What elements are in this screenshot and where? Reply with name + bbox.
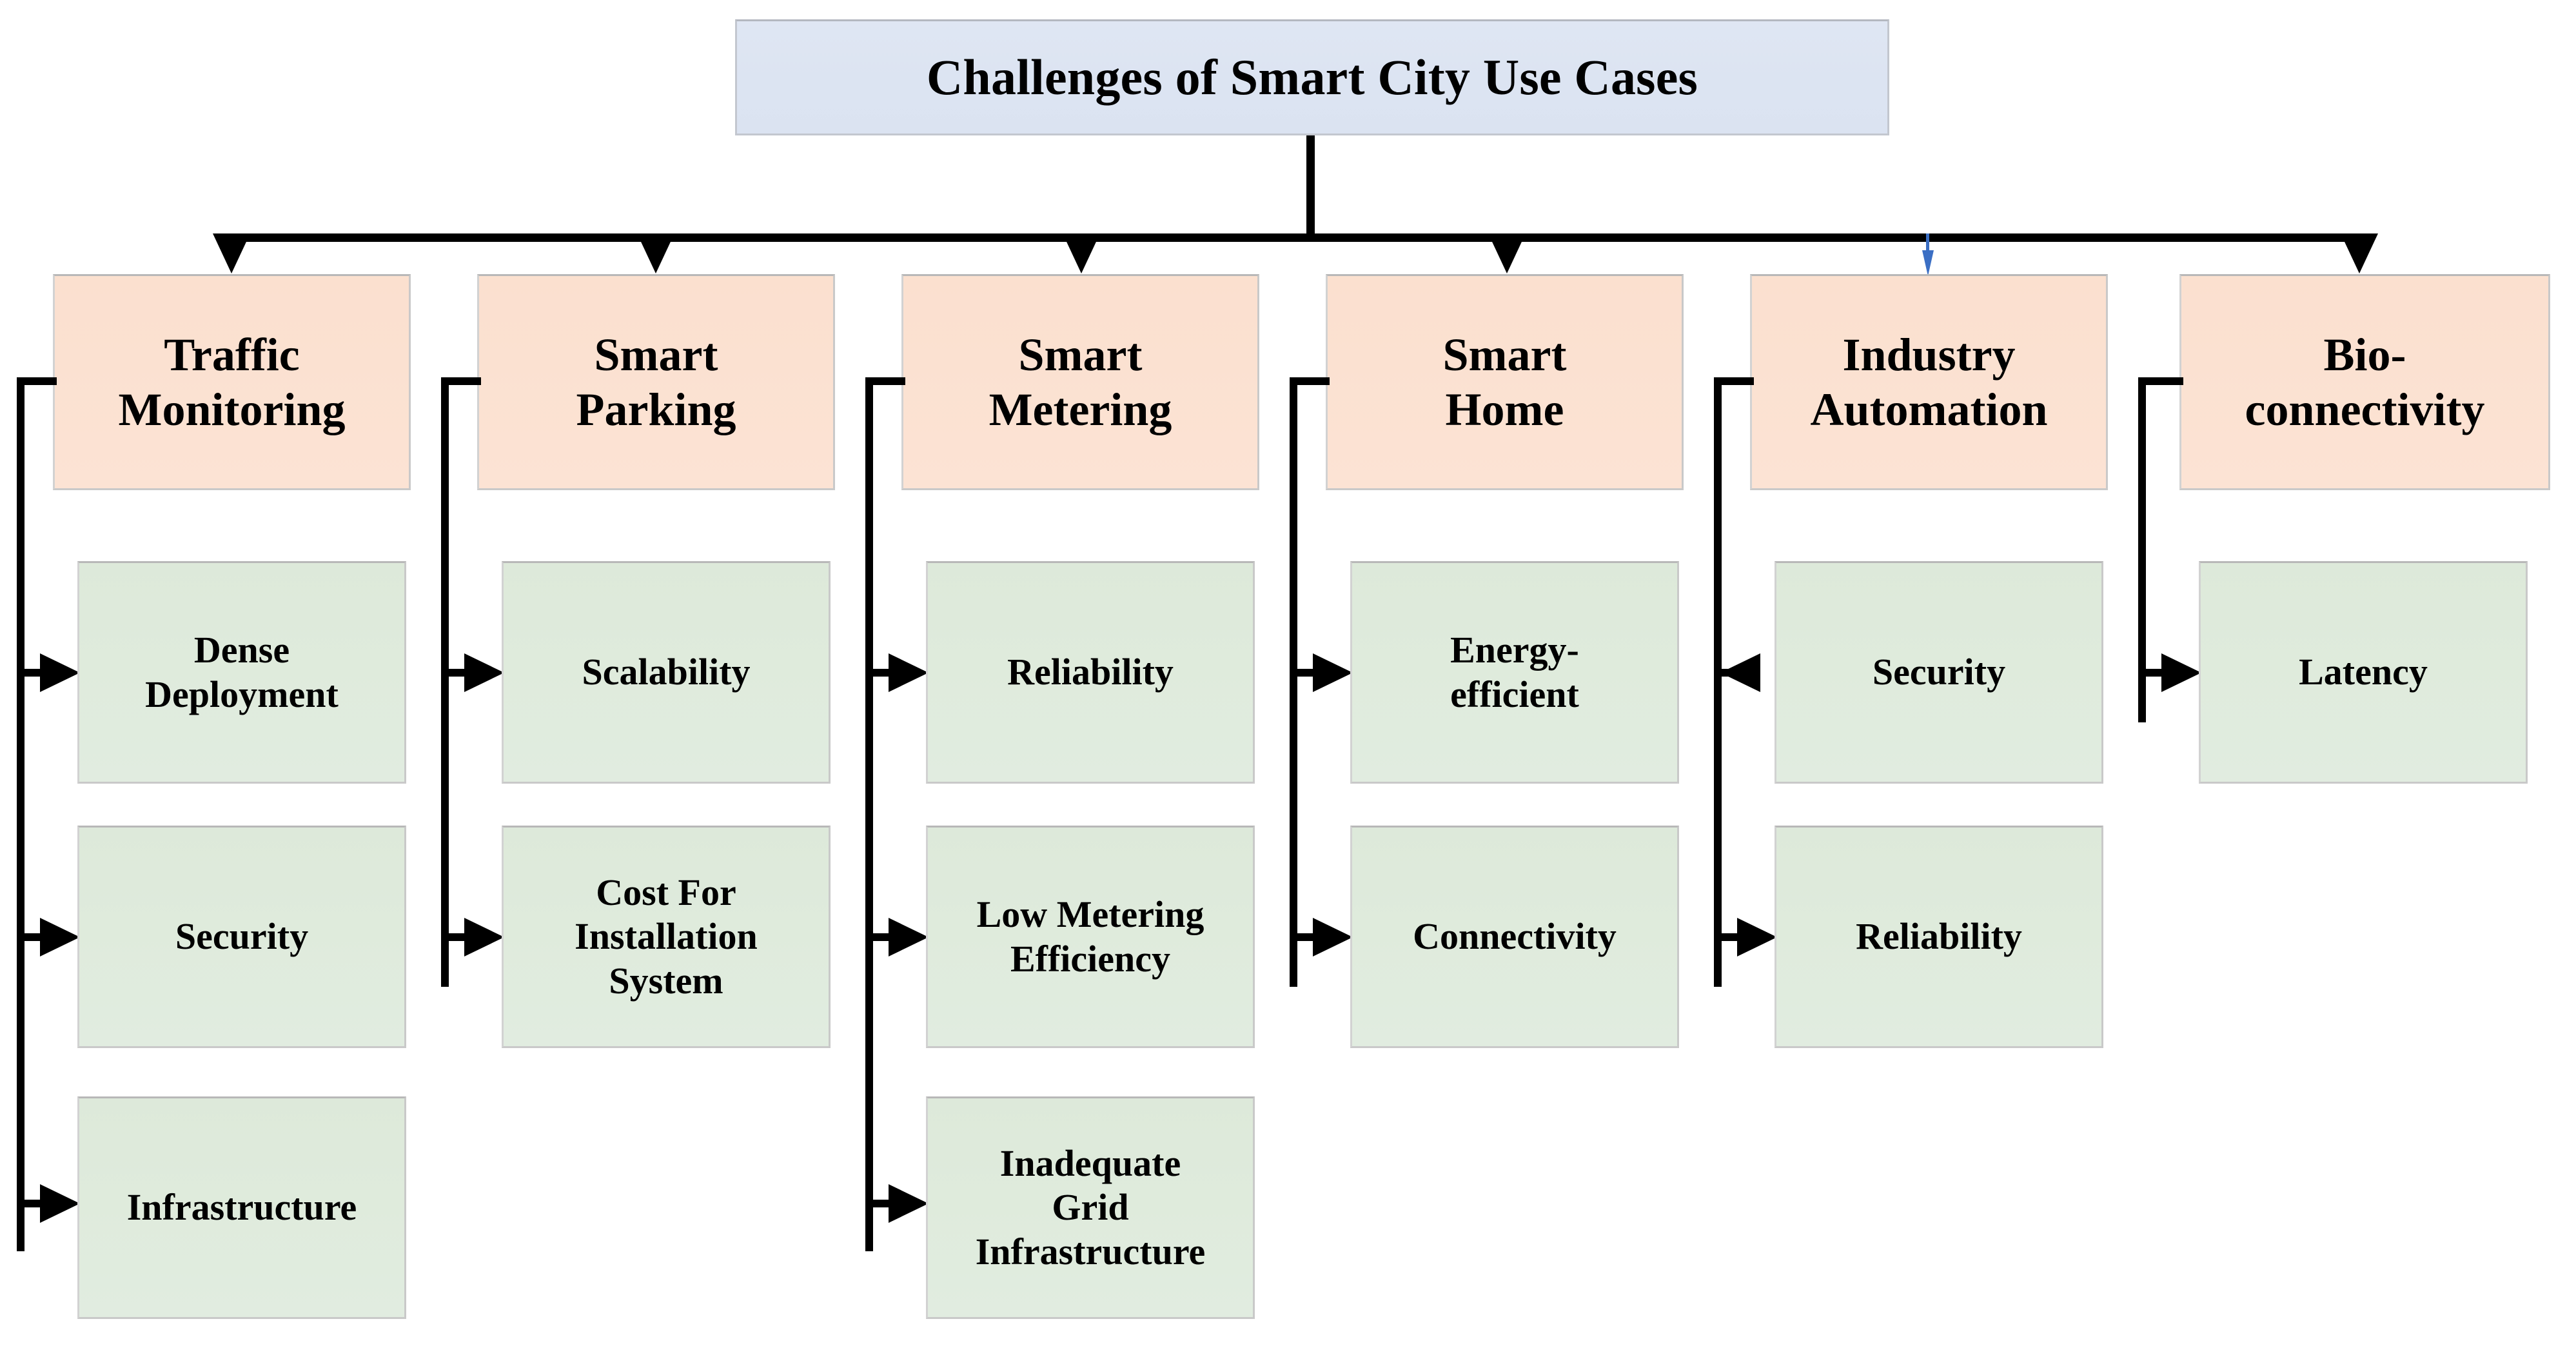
- leaf-label-security-industry: Security: [1872, 651, 2006, 693]
- leaf-node-reliability-metering: Reliability: [926, 561, 1255, 784]
- leaf-node-low-metering-efficiency: Low Metering Efficiency: [926, 826, 1255, 1048]
- rail-vertical-smart-parking: [441, 377, 449, 987]
- arrow-right-icon-dense-deployment: [40, 653, 80, 692]
- rail-vertical-smart-home: [1290, 377, 1297, 987]
- arrow-down-icon-smart-parking: [637, 233, 674, 273]
- leaf-label-reliability-metering: Reliability: [1007, 651, 1174, 693]
- category-label-line: Traffic: [164, 328, 300, 381]
- rail-vertical-bio-connectivity: [2138, 377, 2146, 722]
- arrow-right-icon-inadequate-grid-infrastructure: [889, 1184, 929, 1223]
- arrow-right-icon-cost-for-installation-system: [464, 918, 504, 956]
- rail-stub-smart-parking: [441, 377, 481, 385]
- category-label-line: Bio-: [2323, 328, 2406, 381]
- arrow-right-icon-reliability-industry: [1737, 918, 1777, 956]
- rail-stub-smart-metering: [865, 377, 905, 385]
- leaf-node-scalability: Scalability: [502, 561, 831, 784]
- leaf-node-security-industry: Security: [1775, 561, 2103, 784]
- leaf-label-line: Dense: [193, 629, 290, 671]
- category-node-smart-parking: Smart Parking: [477, 274, 835, 490]
- arrow-right-icon-latency: [2161, 653, 2201, 692]
- category-node-smart-home: Smart Home: [1326, 274, 1684, 490]
- category-label-traffic-monitoring: Traffic Monitoring: [106, 328, 359, 437]
- leaf-node-latency: Latency: [2199, 561, 2528, 784]
- rail-stub-traffic-monitoring: [17, 377, 57, 385]
- category-label-bio-connectivity: Bio- connectivity: [2232, 328, 2498, 437]
- arrow-left-icon-security-industry: [1720, 653, 1760, 692]
- leaf-label-security-traffic: Security: [175, 915, 309, 958]
- distribution-bus-line: [231, 233, 2363, 242]
- rail-vertical-traffic-monitoring: [17, 377, 25, 1251]
- leaf-label-reliability-industry: Reliability: [1856, 915, 2022, 958]
- category-label-line: Industry: [1842, 328, 2016, 381]
- category-label-smart-home: Smart Home: [1430, 328, 1580, 437]
- category-label-line: Parking: [576, 383, 736, 435]
- category-label-line: connectivity: [2245, 383, 2485, 435]
- arrow-down-icon-industry-automation: [1922, 250, 1934, 276]
- rail-vertical-industry-automation: [1714, 377, 1722, 987]
- drop-stem-industry-automation: [1926, 233, 1929, 264]
- leaf-label-line: efficient: [1450, 673, 1579, 715]
- rail-stub-bio-connectivity: [2138, 377, 2183, 385]
- category-label-industry-automation: Industry Automation: [1797, 328, 2060, 437]
- category-node-bio-connectivity: Bio- connectivity: [2179, 274, 2550, 490]
- category-label-line: Smart: [594, 328, 718, 381]
- arrow-right-icon-low-metering-efficiency: [889, 918, 929, 956]
- leaf-label-line: Efficiency: [1010, 937, 1170, 980]
- leaf-label-dense-deployment: Dense Deployment: [132, 628, 351, 717]
- category-node-smart-metering: Smart Metering: [901, 274, 1259, 490]
- root-stem-line: [1306, 135, 1315, 240]
- category-node-traffic-monitoring: Traffic Monitoring: [53, 274, 411, 490]
- leaf-label-latency: Latency: [2299, 651, 2428, 693]
- root-node-label: Challenges of Smart City Use Cases: [926, 48, 1698, 105]
- category-label-line: Automation: [1810, 383, 2048, 435]
- arrow-right-icon-connectivity: [1313, 918, 1353, 956]
- arrow-right-icon-reliability-metering: [889, 653, 929, 692]
- leaf-label-connectivity: Connectivity: [1413, 915, 1617, 958]
- leaf-node-security-traffic: Security: [77, 826, 406, 1048]
- leaf-label-line: System: [609, 959, 723, 1002]
- leaf-node-dense-deployment: Dense Deployment: [77, 561, 406, 784]
- leaf-label-line: Grid: [1052, 1186, 1129, 1229]
- leaf-label-cost-for-installation-system: Cost For Installation System: [562, 871, 771, 1003]
- category-label-line: Smart: [1442, 328, 1567, 381]
- rail-stub-smart-home: [1290, 377, 1330, 385]
- leaf-label-line: Inadequate: [999, 1142, 1181, 1184]
- leaf-label-line: Cost For: [596, 871, 736, 913]
- arrow-down-icon-traffic-monitoring: [213, 233, 250, 273]
- category-label-line: Smart: [1018, 328, 1143, 381]
- rail-vertical-smart-metering: [865, 377, 873, 1251]
- leaf-label-line: Low Metering: [976, 893, 1204, 936]
- leaf-label-low-metering-efficiency: Low Metering Efficiency: [964, 893, 1217, 981]
- leaf-label-energy-efficient: Energy- efficient: [1437, 628, 1592, 717]
- leaf-label-line: Energy-: [1450, 629, 1579, 671]
- leaf-label-line: Installation: [575, 915, 758, 958]
- leaf-label-scalability: Scalability: [582, 651, 751, 693]
- leaf-label-infrastructure: Infrastructure: [126, 1186, 357, 1229]
- leaf-label-line: Infrastructure: [975, 1230, 1206, 1273]
- leaf-node-infrastructure: Infrastructure: [77, 1096, 406, 1319]
- leaf-node-cost-for-installation-system: Cost For Installation System: [502, 826, 831, 1048]
- arrow-down-icon-bio-connectivity: [2341, 233, 2378, 273]
- category-label-line: Home: [1445, 383, 1564, 435]
- category-label-line: Monitoring: [118, 383, 346, 435]
- arrow-down-icon-smart-home: [1488, 233, 1526, 273]
- category-label-line: Metering: [988, 383, 1172, 435]
- arrow-right-icon-infrastructure: [40, 1184, 80, 1223]
- category-label-smart-metering: Smart Metering: [976, 328, 1185, 437]
- arrow-right-icon-security-traffic: [40, 918, 80, 956]
- leaf-node-reliability-industry: Reliability: [1775, 826, 2103, 1048]
- leaf-node-connectivity: Connectivity: [1350, 826, 1679, 1048]
- leaf-node-inadequate-grid-infrastructure: Inadequate Grid Infrastructure: [926, 1096, 1255, 1319]
- root-node-challenges: Challenges of Smart City Use Cases: [735, 19, 1889, 135]
- category-node-industry-automation: Industry Automation: [1750, 274, 2108, 490]
- leaf-label-inadequate-grid-infrastructure: Inadequate Grid Infrastructure: [963, 1142, 1219, 1274]
- leaf-label-line: Deployment: [145, 673, 339, 715]
- category-label-smart-parking: Smart Parking: [563, 328, 749, 437]
- arrow-down-icon-smart-metering: [1063, 233, 1100, 273]
- arrow-right-icon-energy-efficient: [1313, 653, 1353, 692]
- arrow-right-icon-scalability: [464, 653, 504, 692]
- rail-stub-industry-automation: [1714, 377, 1754, 385]
- leaf-node-energy-efficient: Energy- efficient: [1350, 561, 1679, 784]
